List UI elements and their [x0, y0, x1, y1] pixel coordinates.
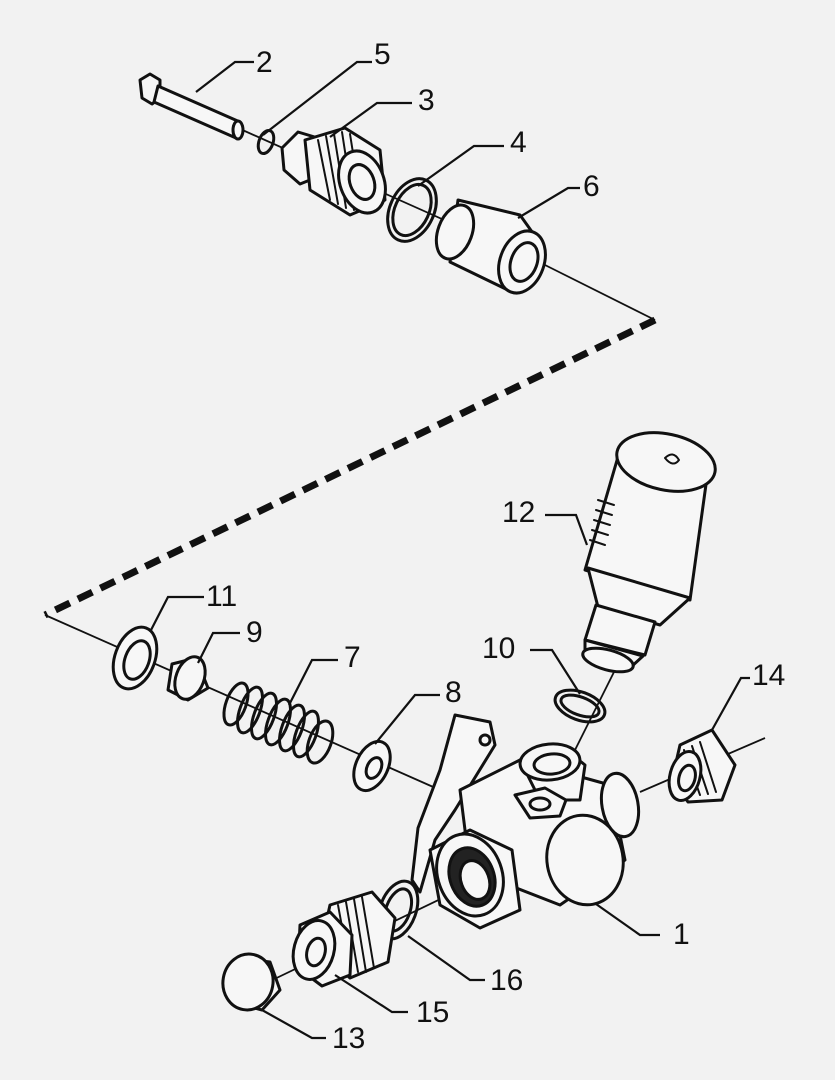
callout-10: 10: [482, 632, 515, 665]
part-6-sleeve: [434, 198, 547, 295]
part-2-pin: [138, 72, 245, 141]
part-1-pump-housing: [410, 713, 641, 930]
part-12-filter: [581, 431, 717, 674]
callout-15: 15: [416, 996, 449, 1029]
part-13-cap: [221, 952, 282, 1012]
part-8-washer: [352, 739, 392, 793]
callout-5: 5: [374, 38, 391, 71]
callout-16: 16: [490, 964, 523, 997]
callout-4: 4: [510, 126, 527, 159]
callout-11: 11: [206, 580, 237, 613]
callout-9: 9: [246, 616, 263, 649]
part-7-spring: [222, 681, 335, 765]
callout-7: 7: [344, 641, 361, 674]
part-15-threaded-fitting: [291, 890, 397, 988]
callout-2: 2: [256, 46, 273, 79]
callout-12: 12: [502, 496, 535, 529]
part-3-valve-body: [280, 126, 387, 217]
callout-3: 3: [418, 84, 435, 117]
callout-8: 8: [445, 676, 462, 709]
part-9-piston: [166, 655, 210, 702]
callout-14: 14: [752, 659, 785, 692]
callout-1: 1: [673, 918, 690, 951]
callout-13: 13: [332, 1022, 365, 1055]
leader-lines: [149, 60, 750, 1040]
callout-6: 6: [583, 170, 600, 203]
part-14-threaded-plug: [667, 728, 737, 804]
callout-labels: 2 5 3 4 6 12 11 9 7 10 14 8 1 16 15 13: [206, 38, 785, 1055]
part-10-o-ring: [553, 688, 607, 724]
part-11-seal-cap: [111, 625, 159, 691]
